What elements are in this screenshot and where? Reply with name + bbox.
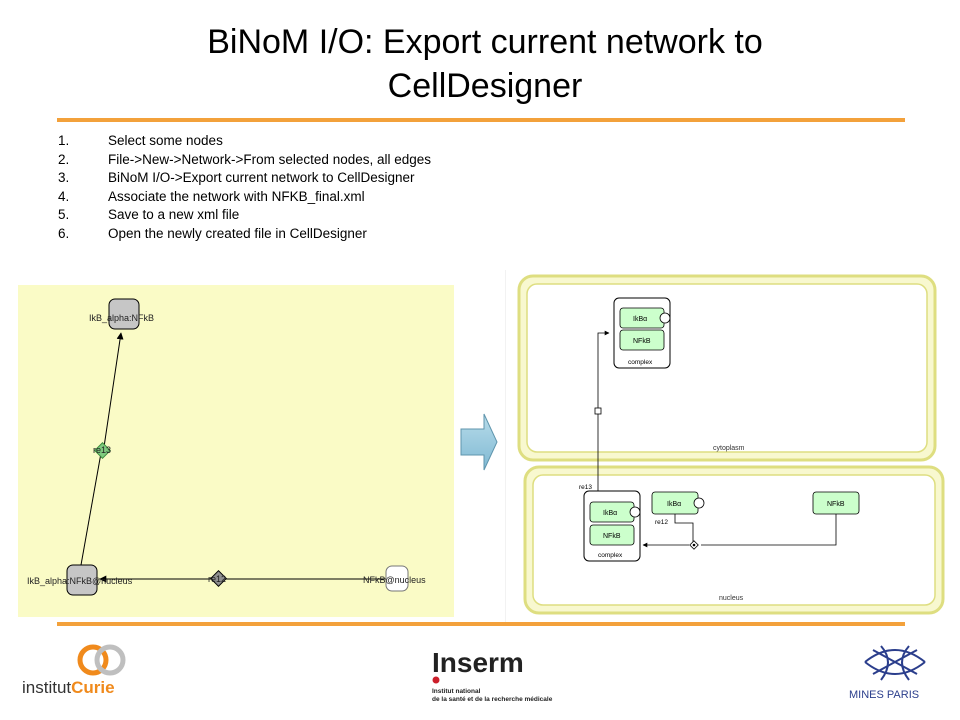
compartment-label-cytoplasm: cytoplasm [713,445,745,452]
reaction-re12-input-ikba[interactable] [674,514,694,545]
step-item: 2. File->New->Network->From selected node… [58,151,431,170]
instruction-steps: 1. Select some nodes 2. File->New->Network… [58,132,431,243]
edge-complex-to-re13[interactable] [80,452,102,566]
complex-label: complex [598,552,623,559]
node-label-nfkb-nucleus: NFkB@nucleus [363,575,426,585]
node-nfkb-nucleus[interactable] [385,565,409,592]
step-text: Open the newly created file in CellDesig… [108,225,367,241]
reaction-re12-input-nfkb[interactable] [701,514,837,546]
curie-ring-icon [77,644,109,676]
reaction-re13-node[interactable] [594,407,602,415]
cytoscape-network-view[interactable]: IkB_alpha:NFkB re13 IkB_alpha:NFkB@nucle… [18,285,454,617]
step-number: 3. [58,170,70,185]
svg-text:institutCurie: institutCurie [22,678,115,697]
species-label-ikba: IkBα [603,510,617,517]
step-number: 2. [58,151,70,167]
step-text: Select some nodes [108,133,223,148]
reaction-label-re12: re12 [655,519,668,526]
slide-title: BiNoM I/O: Export current network to Cel… [207,23,763,105]
network-canvas[interactable] [18,285,454,617]
step-item: 3. BiNoM I/O->Export current network to C… [58,169,431,188]
curie-logo-prefix: institut [22,678,71,697]
species-label-nfkb: NFkB [633,338,651,345]
reaction-label-re12: re12 [208,574,226,584]
species-label-nfkb: NFkB [827,501,845,508]
mines-logo-name: MINES PARIS [849,689,919,701]
step-text: Save to a new xml file [108,207,240,222]
reaction-node-re12[interactable] [210,570,227,587]
right-arrow-icon [460,413,498,471]
mines-paris-emblem-icon [864,645,926,681]
species-label-ikba: IkBα [667,501,681,508]
institut-curie-logo: institutCurie [22,644,126,697]
node-label-ikb-alpha-nfkb-nucleus: IkB_alpha:NFkB@nucleus [27,576,133,586]
node-ikb-alpha-nfkb-nucleus[interactable] [66,564,98,596]
step-number: 4. [58,188,70,204]
step-number: 6. [58,225,70,241]
inserm-logo-line1: Institut national [432,688,481,695]
reaction-node-re13[interactable] [94,442,111,459]
curie-logo-brand: Curie [71,678,114,697]
species-label-nfkb: NFkB [603,533,621,540]
reaction-label-re13: re13 [93,445,111,455]
step-item: 1. Select some nodes [58,132,431,151]
step-item: 4. Associate the network with NFKB_final.… [58,188,431,207]
species-nfkb-nucleus-complex[interactable] [589,524,635,546]
step-text: File->New->Network->From selected nodes,… [108,151,432,167]
inserm-logo-line2: de la santé et de la recherche médicale [432,696,553,703]
inserm-dot-icon [432,676,440,684]
edge-re13-to-complex[interactable] [103,332,124,448]
curie-ring-icon [94,644,126,676]
step-text: Associate the network with NFKB_final.xm… [108,188,365,204]
celldesigner-view[interactable]: cytoplasm nucleus IkBα NFkB complex IkBα… [505,270,957,625]
inserm-logo: Inserm Institut national de la santé et … [432,647,553,703]
inserm-logo-name: Inserm [432,647,524,678]
mines-paris-logo: MINES PARIS [849,645,926,701]
step-item: 6. Open the newly created file in CellDes… [58,225,431,244]
reaction-label-re13: re13 [579,484,592,491]
step-number: 1. [58,133,70,148]
node-ikb-alpha-nfkb[interactable] [108,298,140,330]
reaction-re13-line[interactable] [597,330,610,491]
complex-label: complex [628,359,653,366]
bottom-divider [57,622,905,626]
step-text: BiNoM I/O->Export current network to Cel… [108,170,415,185]
compartment-label-nucleus: nucleus [719,595,744,602]
node-label-ikb-alpha-nfkb: IkB_alpha:NFkB [89,313,154,323]
top-divider [57,118,905,122]
species-nfkb-cytoplasm[interactable] [619,329,665,351]
species-label-ikba: IkBα [633,316,647,323]
step-number: 5. [58,207,70,222]
step-item: 5. Save to a new xml file [58,206,431,225]
